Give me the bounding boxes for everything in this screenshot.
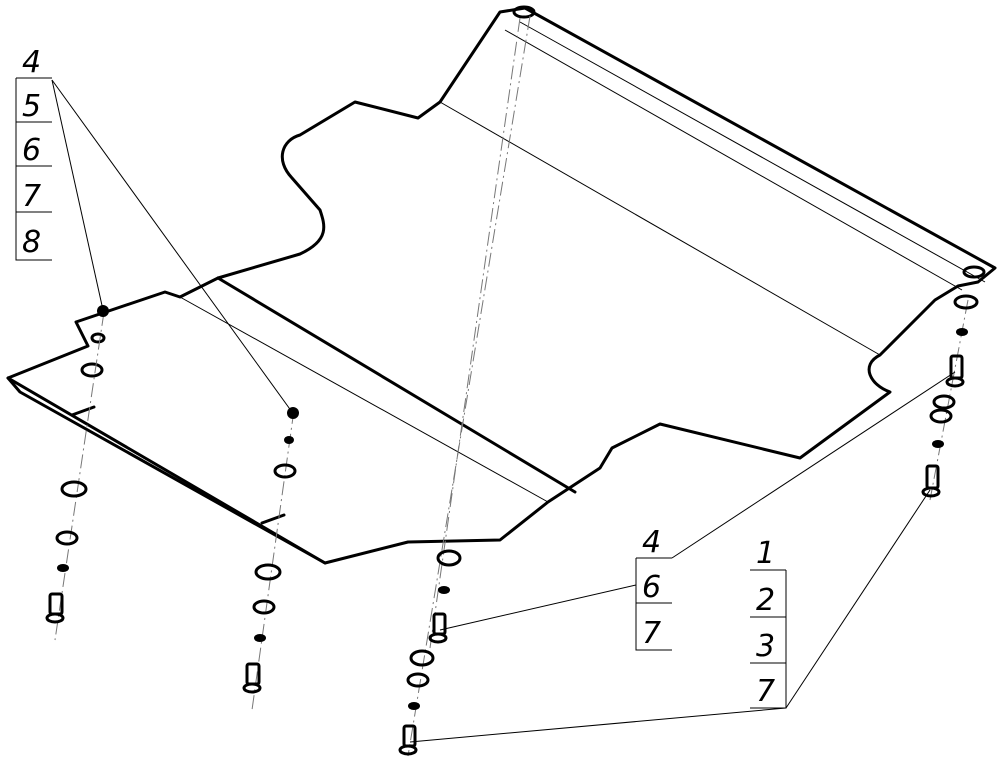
- spring-washer: [408, 702, 420, 710]
- bend-line-rear: [439, 101, 881, 356]
- bolt: [242, 662, 262, 694]
- leader-lines: [51, 79, 956, 743]
- washer: [406, 672, 430, 688]
- rear-slot-right: [962, 265, 986, 279]
- callout-label: 8: [22, 225, 41, 260]
- axis-line: [429, 17, 521, 649]
- skid-plate: [6, 5, 997, 565]
- callout-label: 1: [756, 536, 775, 571]
- callout-label: 4: [22, 45, 41, 80]
- plate-outline: [6, 6, 997, 565]
- callout-label: 3: [756, 629, 775, 664]
- bolt: [398, 724, 418, 756]
- callout-center: 4 6 7: [635, 525, 672, 651]
- front-slot-left: [70, 405, 96, 417]
- callout-label: 6: [22, 133, 41, 168]
- rear-lip-line-2: [504, 29, 963, 291]
- spring-washer: [932, 440, 944, 448]
- bolt: [428, 612, 448, 644]
- bolt: [945, 354, 965, 388]
- plate-hole: [80, 362, 104, 378]
- callout-label: 5: [22, 89, 41, 124]
- spring-washer: [956, 328, 968, 336]
- washer: [254, 563, 282, 581]
- axis-line: [407, 15, 531, 757]
- front-slot-right: [260, 513, 286, 525]
- washer: [932, 394, 956, 410]
- plate-front-edge: [6, 376, 327, 565]
- spring-washer: [284, 436, 294, 444]
- rear-lip-line-1: [519, 21, 986, 283]
- leader-line: [51, 79, 104, 311]
- rear-slot-left: [512, 5, 536, 19]
- leader-line: [51, 79, 293, 413]
- washer: [409, 649, 435, 667]
- leader-line: [671, 371, 956, 559]
- washer: [953, 294, 979, 310]
- axis-line: [54, 311, 105, 641]
- spring-washer: [254, 634, 266, 642]
- callout-label: 4: [642, 525, 661, 560]
- plate-hole: [90, 332, 106, 344]
- leader-line: [409, 707, 787, 743]
- bend-line-middle: [216, 276, 577, 494]
- nut: [287, 407, 299, 419]
- washer: [55, 530, 79, 546]
- bolt: [921, 464, 941, 498]
- callout-label: 7: [642, 616, 661, 651]
- axis-line: [251, 409, 295, 711]
- washer: [60, 480, 88, 498]
- washer: [252, 599, 276, 615]
- bolt: [45, 592, 65, 624]
- callout-label: 2: [756, 583, 775, 618]
- callout-label: 6: [642, 570, 661, 605]
- washer: [436, 549, 462, 567]
- washer: [929, 408, 953, 424]
- leader-line: [785, 489, 931, 709]
- assembly-axes: [54, 15, 969, 757]
- leader-line: [439, 584, 637, 631]
- nut: [97, 305, 109, 317]
- fasteners: [45, 294, 979, 756]
- bend-line-front: [179, 296, 549, 503]
- callout-top-left: 4 5 6 7 8: [15, 45, 52, 261]
- washer: [273, 463, 297, 479]
- callout-label: 7: [756, 674, 775, 709]
- callout-label: 7: [22, 179, 41, 214]
- spring-washer: [57, 564, 69, 572]
- callout-right: 1 2 3 7: [750, 536, 787, 709]
- spring-washer: [438, 586, 450, 594]
